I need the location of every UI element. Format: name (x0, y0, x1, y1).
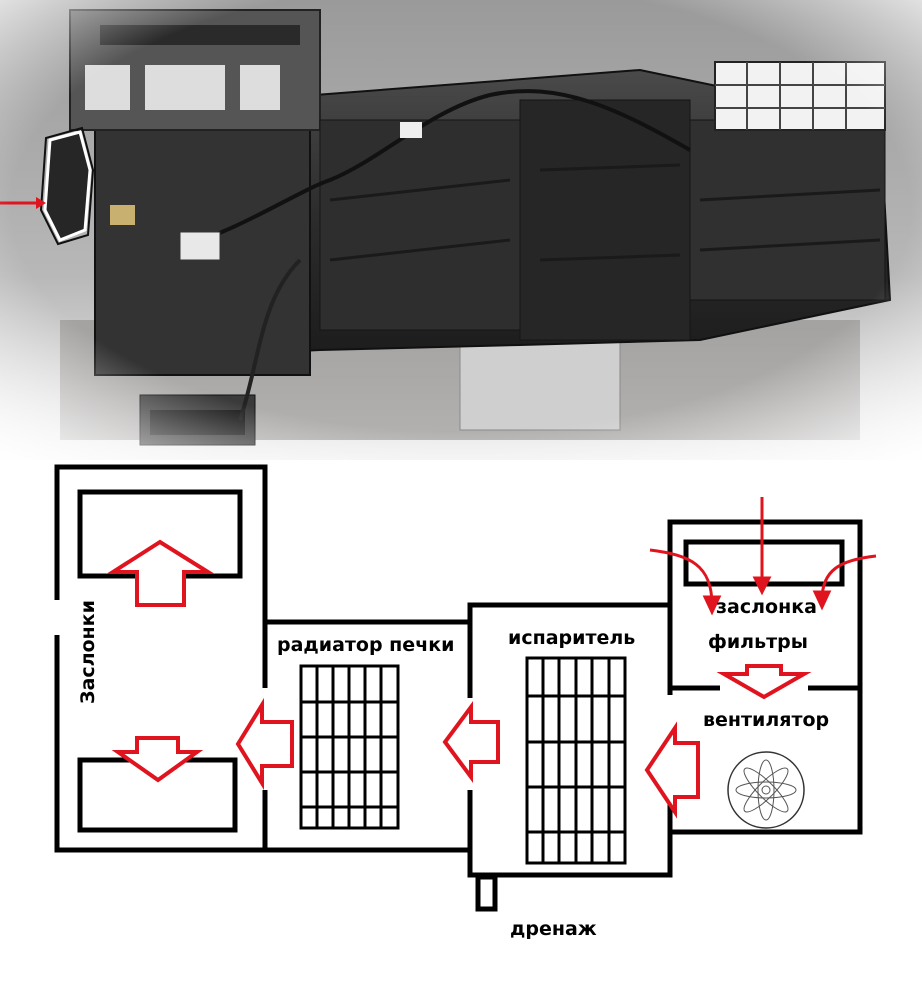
heater-core-grid (299, 664, 400, 830)
flow-arrow-left-1 (235, 697, 294, 791)
drain-label: дренаж (510, 918, 597, 940)
fan-icon (727, 751, 805, 829)
fan-label: вентилятор (703, 709, 829, 731)
flow-arrow-down-2 (716, 664, 812, 700)
flow-arrow-left-2 (442, 700, 500, 784)
inlet-arrows (649, 497, 877, 616)
flow-arrow-down (111, 736, 204, 783)
evaporator-chamber (467, 602, 673, 878)
evaporator-label: испаритель (508, 627, 635, 649)
red-arrow-icon (106, 539, 812, 819)
filter-flap-label: заслонка (716, 596, 817, 618)
filters-label: фильтры (708, 631, 808, 653)
drain-pipe (475, 874, 498, 912)
flow-arrow-left-3 (644, 721, 700, 819)
filter-fan-chamber (667, 519, 863, 835)
heater-core-chamber (265, 619, 470, 853)
flaps-chamber (54, 464, 268, 853)
hvac-unit-photo (0, 0, 922, 460)
evaporator-grid (525, 656, 627, 865)
flow-arrow-up (106, 539, 215, 607)
airflow-diagram: радиатор печки испаритель заслонка фильт… (53, 464, 877, 940)
heater-core-label: радиатор печки (277, 634, 454, 656)
flaps-label: Заслонки (77, 600, 99, 704)
